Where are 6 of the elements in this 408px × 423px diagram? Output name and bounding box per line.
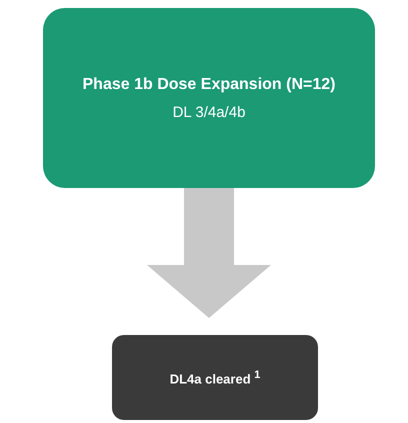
arrow	[147, 188, 271, 318]
box-subtitle: DL 3/4a/4b	[172, 104, 246, 120]
result-box	[112, 335, 318, 420]
box-title: Phase 1b Dose Expansion (N=12)	[82, 76, 336, 94]
box-title: DL4a cleared $^{1}$	[170, 368, 260, 386]
process-box	[43, 8, 375, 188]
